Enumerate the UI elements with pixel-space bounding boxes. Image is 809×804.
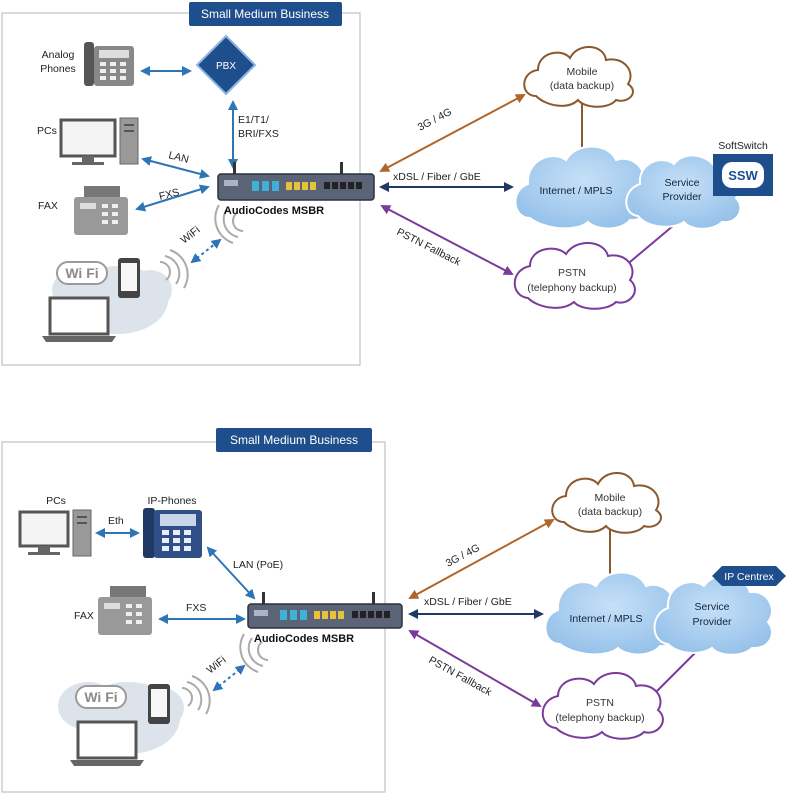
internet-label-2: Internet / MPLS xyxy=(570,613,643,625)
wifi-logo-icon: Wi Fi xyxy=(56,261,108,285)
laptop-icon-2 xyxy=(70,720,144,766)
fxs-label-2: FXS xyxy=(186,602,206,614)
msbr-label-2: AudioCodes MSBR xyxy=(254,633,354,645)
fax-msbr-link xyxy=(135,184,210,212)
pstn-cloud-2 xyxy=(541,672,664,740)
link-pstn-2 xyxy=(408,630,542,707)
pcs-label: PCs xyxy=(37,125,57,137)
link-3g4g xyxy=(379,94,526,172)
msbr-label: AudioCodes MSBR xyxy=(224,205,324,217)
pstn-label-1: PSTN xyxy=(558,267,586,279)
trunk-label-2: BRI/FXS xyxy=(238,128,279,140)
wifi-msbr-link xyxy=(190,238,222,264)
pstn-label-2: (telephony backup) xyxy=(527,282,616,294)
pstn-label-2-2: (telephony backup) xyxy=(555,712,644,724)
ipphone-msbr-link xyxy=(206,546,256,600)
wifi-label: WiFi xyxy=(178,224,202,246)
wifi-label-2: WiFi xyxy=(204,654,228,676)
fax-label-2: FAX xyxy=(74,610,94,622)
lan-poe-label: LAN (PoE) xyxy=(233,559,283,571)
ip-phone-icon xyxy=(143,508,202,558)
link-3g4g-label: 3G / 4G xyxy=(416,106,454,134)
pcs-label-2: PCs xyxy=(46,495,66,507)
mobile-label-2-2: (data backup) xyxy=(578,506,642,518)
analog-phones-label-1: Analog xyxy=(42,49,75,61)
fax-icon-2 xyxy=(98,586,152,635)
ssw-icon: SSW xyxy=(713,154,773,196)
link-3g4g-label-2: 3G / 4G xyxy=(444,542,482,570)
wifi-msbr-link-2 xyxy=(212,664,246,692)
msbr-device-icon-2 xyxy=(247,592,403,629)
svg-text:Wi Fi: Wi Fi xyxy=(65,265,98,281)
svg-text:SSW: SSW xyxy=(728,168,758,183)
svg-text:PBX: PBX xyxy=(216,61,236,72)
provider-label-2-1: Service xyxy=(694,601,729,613)
pstn-label-2-1: PSTN xyxy=(586,697,614,709)
wifi-waves-icon-2 xyxy=(181,633,269,715)
fax-icon xyxy=(74,186,128,235)
pc-icon-2 xyxy=(18,509,92,557)
pc-msbr-link xyxy=(141,156,210,179)
provider-label-2-2: Provider xyxy=(692,616,732,628)
smb-header-box-2 xyxy=(216,428,372,452)
diagram-2: Small Medium Business PCs Eth IP-Phones … xyxy=(1,428,786,793)
fax-label: FAX xyxy=(38,200,58,212)
provider-cloud-2 xyxy=(653,574,773,656)
ip-phones-label: IP-Phones xyxy=(147,495,196,507)
wifi-waves-icon xyxy=(159,204,244,289)
analog-phones-label-2: Phones xyxy=(40,63,76,75)
provider-label-2: Provider xyxy=(662,191,702,203)
mobile-cloud-2 xyxy=(551,472,662,534)
mobile-label-2: (data backup) xyxy=(550,80,614,92)
trunk-label-1: E1/T1/ xyxy=(238,114,269,126)
mobile-label-1: Mobile xyxy=(567,66,598,78)
smb-header-box xyxy=(189,2,342,26)
pbx-icon: PBX xyxy=(195,34,257,96)
diagram-1: Small Medium Business Analog Phones PBX … xyxy=(1,2,773,366)
wifi-logo-icon-2: Wi Fi xyxy=(75,685,127,709)
link-pstn-label: PSTN Fallback xyxy=(395,226,464,269)
pc-icon xyxy=(59,117,139,165)
analog-phone-icon xyxy=(84,42,134,86)
link-xdsl-label-2: xDSL / Fiber / GbE xyxy=(424,596,512,608)
msbr-device-icon xyxy=(217,162,375,201)
smartphone-icon xyxy=(118,258,140,298)
internet-cloud-2 xyxy=(544,571,681,656)
provider-label-1: Service xyxy=(664,177,699,189)
link-pstn xyxy=(380,205,514,275)
laptop-icon xyxy=(42,296,116,342)
svg-text:IP Centrex: IP Centrex xyxy=(724,571,774,583)
softswitch-label: SoftSwitch xyxy=(718,140,768,152)
smartphone-icon-2 xyxy=(148,684,170,724)
smb-header: Small Medium Business xyxy=(201,7,329,21)
link-xdsl-label: xDSL / Fiber / GbE xyxy=(393,171,481,183)
fxs-label: FXS xyxy=(158,186,181,203)
eth-label: Eth xyxy=(108,515,124,527)
smb-header-2: Small Medium Business xyxy=(230,433,358,447)
mobile-label-2-1: Mobile xyxy=(595,492,626,504)
internet-label: Internet / MPLS xyxy=(540,185,613,197)
internet-cloud xyxy=(514,145,651,230)
ip-centrex-tag: IP Centrex xyxy=(712,566,786,586)
svg-text:Wi Fi: Wi Fi xyxy=(84,689,117,705)
mobile-cloud xyxy=(523,46,634,108)
link-3g4g-2 xyxy=(408,519,555,599)
pstn-cloud xyxy=(513,242,636,310)
lan-label: LAN xyxy=(167,149,190,166)
